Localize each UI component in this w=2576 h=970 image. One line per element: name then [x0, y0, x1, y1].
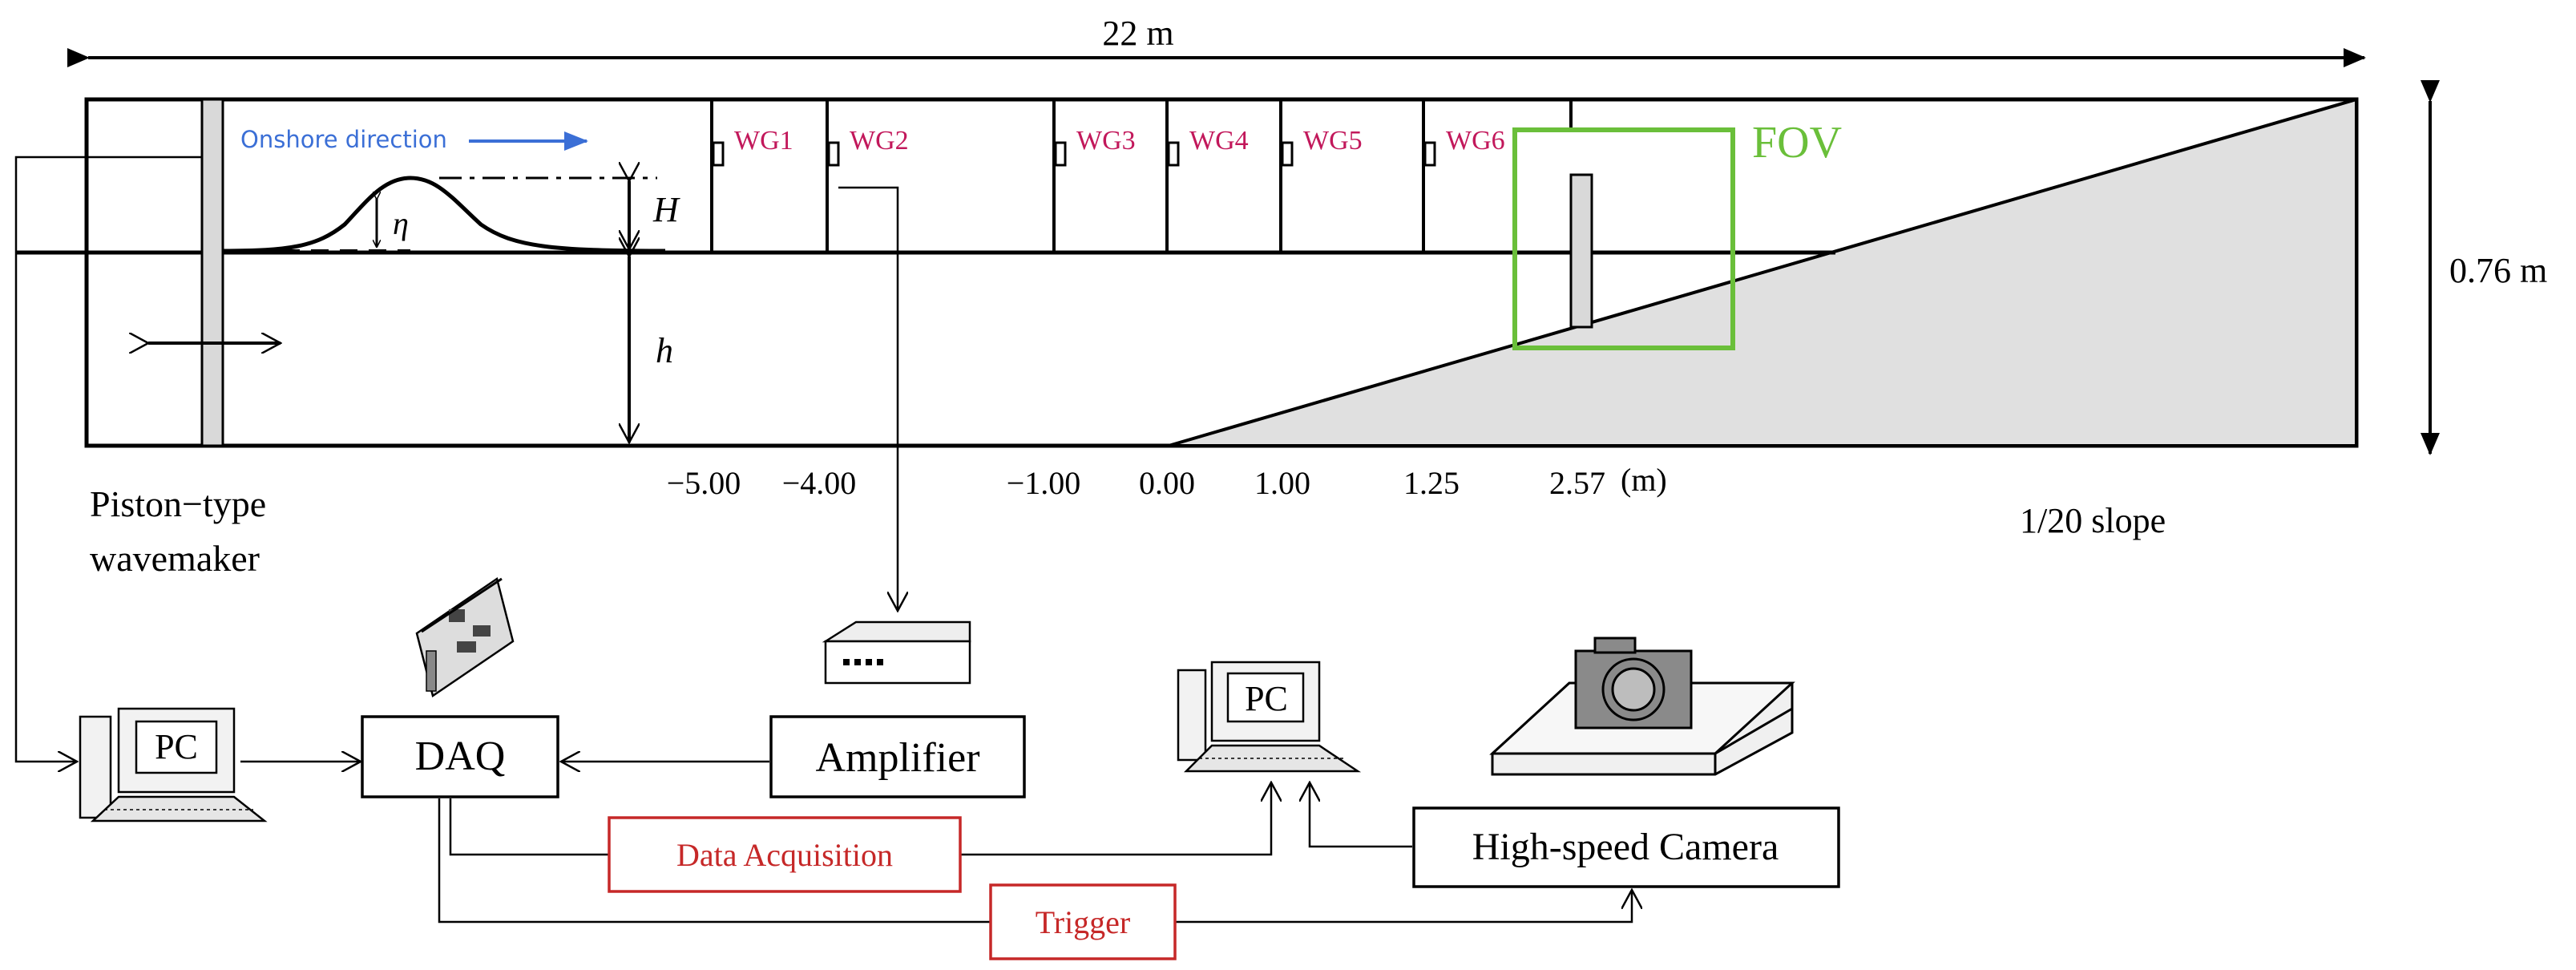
- gauge-sensor: [827, 141, 840, 167]
- wave-gauge-wg4: WG4: [1165, 99, 1249, 253]
- gauge-label: WG6: [1446, 126, 1505, 156]
- slope-label: 1/20 slope: [2020, 501, 2166, 540]
- wave-gauge-wg2: WG2: [826, 99, 909, 253]
- position-wg3: −1.00: [1007, 465, 1081, 501]
- camera-to-pc-wire: [1310, 782, 1412, 848]
- gauge-label: WG4: [1189, 126, 1249, 156]
- amplifier-label: Amplifier: [815, 735, 979, 781]
- eta-symbol: η: [393, 205, 409, 241]
- height-label: 0.76 m: [2449, 251, 2547, 290]
- position-wg6: 1.25: [1403, 465, 1460, 501]
- daq-box: [361, 715, 559, 798]
- amplifier-device-icon: [822, 620, 971, 685]
- wavemaker-to-pc-wire: [14, 156, 202, 762]
- wg2-to-amplifier-wire: [838, 186, 898, 611]
- gauge-sensor: [1167, 141, 1180, 167]
- wave-gauge-wg3: WG3: [1052, 99, 1136, 253]
- trigger-box: [989, 883, 1177, 960]
- wavemaker-label-line2: wavemaker: [90, 538, 260, 579]
- gauge-label: WG5: [1303, 126, 1363, 156]
- onshore-direction-label: Onshore direction: [240, 126, 447, 153]
- fov-label: FOV: [1752, 118, 1842, 168]
- daq-label: DAQ: [415, 734, 506, 779]
- wavemaker-label-line1: Piston−type: [90, 483, 266, 524]
- pc-right-computer-icon: [1177, 661, 1362, 773]
- position-wg4: 0.00: [1139, 465, 1195, 501]
- test-structure: [1569, 173, 1593, 329]
- pc-left-computer-icon: [79, 707, 268, 822]
- gauge-sensor: [1054, 141, 1067, 167]
- wave-gauge-wg6: WG6: [1422, 99, 1505, 253]
- data-acquisition-label: Data Acquisition: [676, 837, 893, 873]
- gauge-sensor: [1281, 141, 1294, 167]
- high-speed-camera-label: High-speed Camera: [1472, 826, 1779, 868]
- wavemaker-paddle: [200, 98, 224, 447]
- pc-right-label: PC: [1245, 679, 1288, 718]
- position-unit-label: (m): [1621, 462, 1667, 498]
- data-acquisition-box: [608, 816, 962, 893]
- camera-icon: [1489, 637, 1795, 776]
- high-speed-camera-box: [1412, 806, 1840, 888]
- solitary-wave-profile: [222, 176, 666, 253]
- position-wg2: −4.00: [782, 465, 857, 501]
- water-depth-symbol: h: [656, 331, 673, 370]
- trigger-label: Trigger: [1036, 904, 1131, 940]
- amplifier-box: [769, 715, 1026, 798]
- wave-height-symbol: H: [652, 190, 680, 229]
- position-wg5: 1.00: [1254, 465, 1310, 501]
- position-structure: 2.57: [1549, 465, 1605, 501]
- gauge-sensor: [712, 141, 725, 167]
- gauge-label: WG2: [850, 126, 909, 156]
- length-label: 22 m: [1102, 14, 1173, 53]
- position-wg1: −5.00: [667, 465, 741, 501]
- gauge-sensor: [1423, 141, 1436, 167]
- wave-gauge-wg1: WG1: [710, 99, 793, 253]
- beach-slope: [1168, 97, 2358, 447]
- fov-box: [1512, 127, 1735, 350]
- wave-gauge-wg5: WG5: [1279, 99, 1363, 253]
- gauge-label: WG3: [1076, 126, 1136, 156]
- gauge-label: WG1: [734, 126, 793, 156]
- pc-left-label: PC: [155, 727, 198, 766]
- daq-card-icon: [415, 576, 515, 698]
